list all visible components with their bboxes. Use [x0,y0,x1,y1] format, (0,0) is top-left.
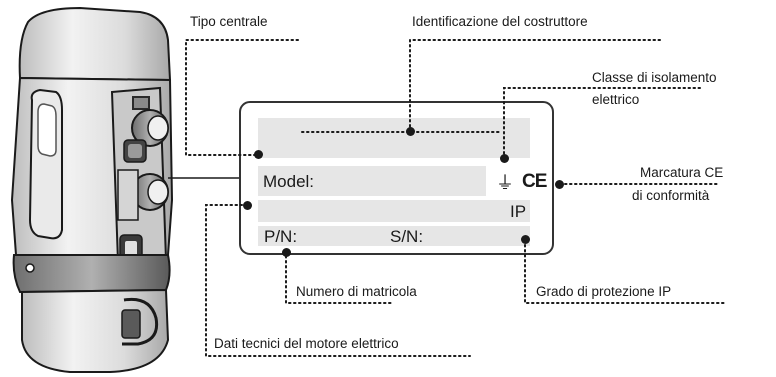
label-classe-isolamento-2: elettrico [592,92,640,107]
dot-dati-tecnici [243,201,252,210]
plate-model-field [258,166,486,196]
label-marcatura-ce-2: di conformità [632,188,710,203]
vacuum-unit-drawing [10,6,174,373]
dot-grado-protezione [521,235,530,244]
plate-pn-label: P/N: [264,227,298,246]
leader-tipo-centrale [185,39,299,156]
dot-marcatura-ce [555,180,564,189]
label-marcatura-ce-1: Marcatura CE [640,165,724,180]
dot-numero-matricola [282,248,291,257]
label-classe-isolamento-1: Classe di isolamento [592,70,717,85]
label-numero-matricola: Numero di matricola [296,284,417,299]
dot-classe-isolamento [500,154,509,163]
plate-ip-label: IP [510,202,527,221]
plate-model-label: Model: [263,172,315,191]
rating-plate [239,101,554,255]
label-grado-protezione: Grado di protezione IP [536,284,672,299]
label-identificazione-costruttore: Identificazione del costruttore [412,14,588,29]
ce-mark-icon: CE [522,171,547,192]
leader-grado-protezione [524,239,727,304]
plate-serial-field [258,226,530,246]
label-tipo-centrale: Tipo centrale [190,14,268,29]
leader-numero-matricola [285,255,393,304]
leader-classe-isolamento [503,87,701,161]
dot-identificazione [406,127,415,136]
label-dati-tecnici-motore: Dati tecnici del motore elettrico [214,336,399,351]
leader-dati-tecnici [205,204,471,357]
ground-symbol-icon: ⏚ [496,173,514,193]
plate-sn-label: S/N: [390,227,424,246]
plate-motor-data-field [258,200,530,222]
dot-tipo-centrale [254,150,263,159]
plate-manufacturer-field [258,118,530,158]
callout-leader-lines [185,39,727,357]
leader-identificazione [409,39,661,133]
